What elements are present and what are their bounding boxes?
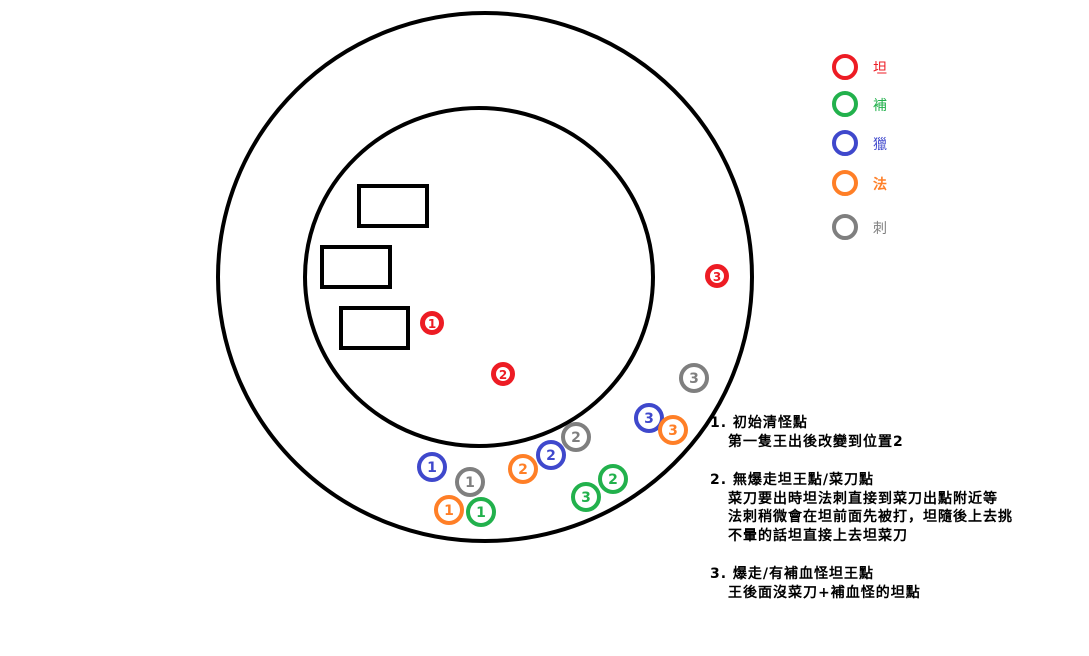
strategy-notes: 1. 初始清怪點第一隻王出後改變到位置2 2. 無爆走坦王點/菜刀點菜刀要出時坦法… — [710, 414, 1013, 602]
marker-number: 3 — [713, 270, 721, 284]
note-title: 3. 爆走/有補血怪坦王點 — [710, 566, 875, 582]
marker-number: 2 — [518, 462, 528, 478]
marker-number: 1 — [444, 503, 454, 519]
marker-mage-1: 1 — [434, 495, 464, 525]
legend-mage-icon — [832, 170, 858, 196]
marker-number: 1 — [465, 475, 475, 491]
legend-label-tank: 坦 — [873, 61, 887, 77]
note-line: 第一隻王出後改變到位置2 — [728, 433, 904, 450]
legend-healer-icon — [832, 91, 858, 117]
marker-healer-1: 1 — [466, 497, 496, 527]
marker-number: 1 — [476, 505, 486, 521]
marker-rogue-1: 1 — [455, 467, 485, 497]
spacer — [710, 451, 1013, 471]
marker-mage-2: 2 — [508, 454, 538, 484]
marker-number: 2 — [499, 368, 507, 382]
marker-number: 3 — [644, 411, 654, 427]
marker-ring — [420, 311, 444, 335]
marker-ring — [561, 422, 591, 452]
marker-number: 1 — [428, 317, 436, 331]
marker-ring — [634, 403, 664, 433]
marker-ring — [705, 264, 729, 288]
marker-tank-1: 1 — [420, 311, 444, 335]
marker-hunter-1: 1 — [417, 452, 447, 482]
marker-rogue-2: 2 — [561, 422, 591, 452]
marker-tank-3: 3 — [705, 264, 729, 288]
obstacle-box — [339, 306, 410, 350]
marker-tank-2: 2 — [491, 362, 515, 386]
note-line: 王後面沒菜刀+補血怪的坦點 — [728, 584, 921, 601]
marker-healer-3: 3 — [571, 482, 601, 512]
outer-ring — [216, 11, 754, 543]
marker-number: 1 — [427, 460, 437, 476]
marker-ring — [455, 467, 485, 497]
marker-number: 2 — [571, 430, 581, 446]
legend-hunter-icon — [832, 130, 858, 156]
marker-number: 3 — [581, 490, 591, 506]
marker-number: 3 — [668, 423, 678, 439]
marker-mage-3: 3 — [658, 415, 688, 445]
marker-number: 2 — [608, 472, 618, 488]
marker-ring — [491, 362, 515, 386]
note-title: 1. 初始清怪點 — [710, 415, 808, 431]
marker-hunter-2: 2 — [536, 440, 566, 470]
note-title: 2. 無爆走坦王點/菜刀點 — [710, 472, 875, 488]
obstacle-box — [320, 245, 392, 289]
marker-ring — [658, 415, 688, 445]
marker-ring — [679, 363, 709, 393]
obstacle-box — [357, 184, 429, 228]
marker-number: 2 — [546, 448, 556, 464]
legend-label-healer: 補 — [873, 98, 887, 114]
marker-rogue-3: 3 — [679, 363, 709, 393]
marker-healer-2: 2 — [598, 464, 628, 494]
legend-label-hunter: 獵 — [873, 137, 887, 153]
marker-ring — [508, 454, 538, 484]
marker-ring — [536, 440, 566, 470]
legend-label-mage: 法 — [873, 177, 887, 193]
note-line: 不暈的話坦直接上去坦菜刀 — [728, 527, 908, 544]
marker-hunter-3: 3 — [634, 403, 664, 433]
legend-rogue-icon — [832, 214, 858, 240]
legend-tank-icon — [832, 54, 858, 80]
marker-ring — [598, 464, 628, 494]
marker-ring — [417, 452, 447, 482]
inner-ring — [303, 106, 655, 448]
marker-ring — [434, 495, 464, 525]
spacer — [710, 545, 1013, 565]
marker-ring — [466, 497, 496, 527]
marker-ring — [571, 482, 601, 512]
marker-number: 3 — [689, 371, 699, 387]
note-line: 菜刀要出時坦法刺直接到菜刀出點附近等 — [728, 490, 998, 507]
legend-label-rogue: 刺 — [873, 221, 887, 237]
note-line: 法刺稍微會在坦前面先被打，坦隨後上去挑 — [728, 509, 1013, 525]
